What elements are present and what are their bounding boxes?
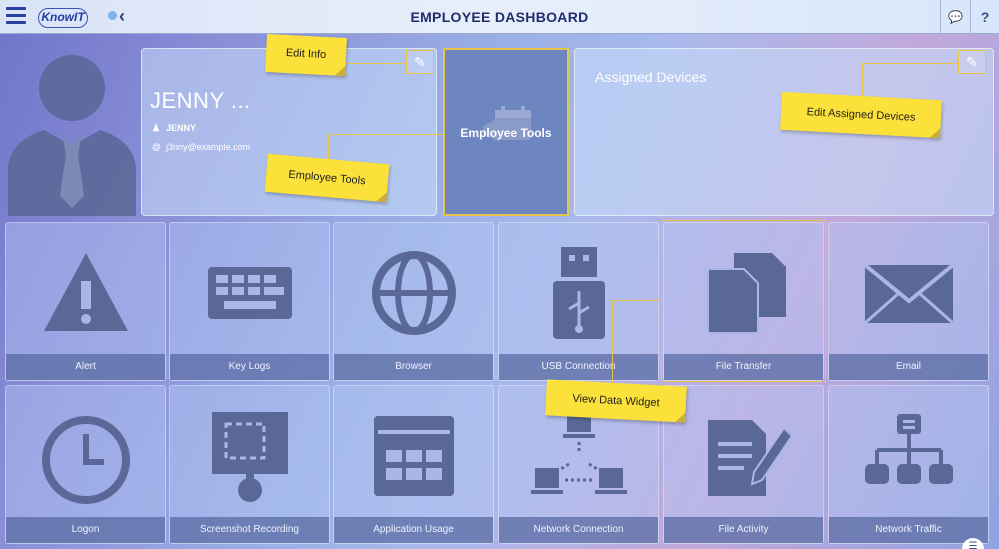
avatar [8, 55, 136, 216]
guide-line [333, 63, 406, 64]
document-edit-icon [708, 420, 794, 496]
clock-icon [42, 416, 130, 504]
guide-line [862, 63, 863, 97]
page-title: EMPLOYEE DASHBOARD [410, 9, 589, 25]
top-bar: KnowIT ‹ EMPLOYEE DASHBOARD 💬 ? [0, 0, 999, 34]
chat-icon[interactable]: 💬 [940, 0, 970, 34]
tile-browser[interactable]: Browser [333, 222, 494, 381]
tile-file-transfer[interactable]: File Transfer [663, 222, 824, 381]
tile-label: File Transfer [664, 354, 823, 380]
edit-devices-button[interactable]: ✎ [958, 50, 986, 74]
user-icon: ♟ [152, 123, 161, 133]
username: JENNY [166, 123, 197, 133]
employee-tools-button[interactable]: Employee Tools [443, 48, 569, 216]
guide-line [328, 134, 443, 135]
tile-label: Key Logs [170, 354, 329, 380]
tile-file-activity[interactable]: File Activity [663, 385, 824, 544]
tile-label: Application Usage [334, 517, 493, 543]
globe-icon [372, 251, 456, 335]
tile-label: File Activity [664, 517, 823, 543]
note-edit-info: Edit Info [265, 33, 347, 77]
envelope-icon [863, 263, 955, 325]
network-icon [531, 412, 627, 494]
at-icon: @ [152, 142, 161, 152]
hamburger-menu-icon[interactable] [6, 7, 26, 25]
employee-tools-label: Employee Tools [460, 126, 552, 140]
tile-label: Email [829, 354, 988, 380]
tile-label: USB Connection [499, 354, 658, 380]
tile-key-logs[interactable]: Key Logs [169, 222, 330, 381]
assigned-devices-title: Assigned Devices [595, 69, 707, 85]
tile-label: Network Traffic [829, 517, 988, 543]
hierarchy-icon [865, 414, 953, 484]
tile-usb-connection[interactable]: USB Connection [498, 222, 659, 381]
help-button[interactable]: ? [970, 0, 999, 34]
tile-label: Network Connection [499, 517, 658, 543]
employee-name: JENNY ... [150, 88, 251, 113]
tile-alert[interactable]: Alert [5, 222, 166, 381]
tile-label: Alert [6, 354, 165, 380]
tile-label: Screenshot Recording [170, 517, 329, 543]
tile-email[interactable]: Email [828, 222, 989, 381]
guide-line [612, 300, 661, 301]
app-window-icon [374, 416, 454, 496]
keyboard-icon [208, 267, 292, 319]
knowit-logo: KnowIT [38, 8, 88, 28]
email-row: @ j3nny@example.com [152, 142, 250, 152]
tile-screenshot-recording[interactable]: Screenshot Recording [169, 385, 330, 544]
tile-application-usage[interactable]: Application Usage [333, 385, 494, 544]
tile-label: Logon [6, 517, 165, 543]
files-icon [707, 253, 786, 334]
edit-icon: ✎ [414, 54, 426, 70]
tile-network-traffic[interactable]: Network Traffic [828, 385, 989, 544]
email-address: j3nny@example.com [166, 142, 251, 152]
guide-line [328, 134, 329, 164]
edit-icon: ✎ [966, 54, 978, 70]
guide-line [862, 63, 958, 64]
guide-line [612, 300, 613, 385]
note-view-data-widget: View Data Widget [545, 379, 687, 423]
usb-icon [553, 247, 605, 339]
widget-selection-box [661, 220, 826, 382]
back-chevron-icon[interactable]: ‹ [119, 6, 125, 26]
username-row: ♟ JENNY [152, 123, 196, 134]
list-icon[interactable]: ☰ [962, 538, 984, 549]
tile-logon[interactable]: Logon [5, 385, 166, 544]
tile-label: Browser [334, 354, 493, 380]
calendar-megaphone-icon [483, 106, 531, 142]
alert-icon [44, 253, 128, 331]
status-dot-icon [108, 11, 117, 20]
screenshot-icon [212, 412, 288, 502]
edit-info-button[interactable]: ✎ [406, 50, 434, 74]
